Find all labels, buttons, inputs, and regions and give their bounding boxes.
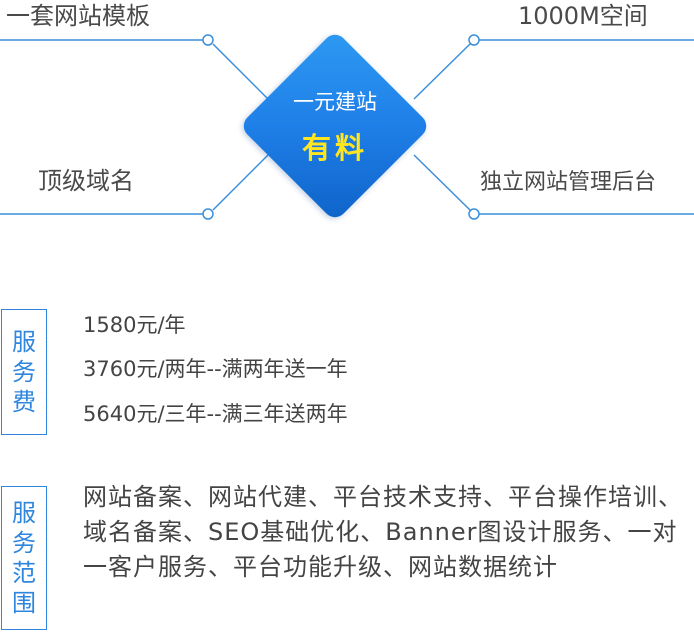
scope-label: 服 务 范 围 <box>1 486 47 630</box>
feature-admin: 独立网站管理后台 <box>480 170 657 195</box>
feature-template: 一套网站模板 <box>6 2 150 30</box>
scope-label-char: 范 <box>12 559 36 587</box>
feature-space: 1000M空间 <box>518 2 648 30</box>
fees-label-char: 费 <box>12 388 36 416</box>
scope-label-char: 服 <box>12 499 36 527</box>
fees-label-char: 服 <box>12 328 36 356</box>
diamond-highlight: 有料 <box>301 131 368 165</box>
service-scope-text: 网站备案、网站代建、平台技术支持、平台操作培训、域名备案、SEO基础优化、Ban… <box>83 483 683 581</box>
connector-lines <box>0 34 694 220</box>
node-bottom-left <box>202 208 214 220</box>
diamond-title: 一元建站 <box>293 90 377 114</box>
fees-label-char: 务 <box>12 358 36 386</box>
price-three-years: 5640元/三年--满三年送两年 <box>83 402 348 426</box>
fees-label: 服 务 费 <box>1 309 47 435</box>
diamond-shape <box>238 29 432 223</box>
line-bottom-right-diag <box>413 154 471 211</box>
node-top-left <box>202 34 214 46</box>
line-top-right-diag <box>413 43 471 100</box>
center-diamond: 一元建站 有料 <box>237 28 433 224</box>
feature-domain: 顶级域名 <box>38 167 134 195</box>
price-two-years: 3760元/两年--满两年送一年 <box>83 357 348 381</box>
node-bottom-right <box>468 208 480 220</box>
line-top-left-diag <box>212 43 269 100</box>
feature-diagram: 一套网站模板 1000M空间 顶级域名 独立网站管理后台 一元建站 有料 <box>0 0 694 250</box>
scope-label-char: 围 <box>12 589 36 617</box>
line-bottom-left-diag <box>212 154 269 211</box>
price-one-year: 1580元/年 <box>83 313 186 337</box>
node-top-right <box>468 34 480 46</box>
scope-label-char: 务 <box>12 529 36 557</box>
